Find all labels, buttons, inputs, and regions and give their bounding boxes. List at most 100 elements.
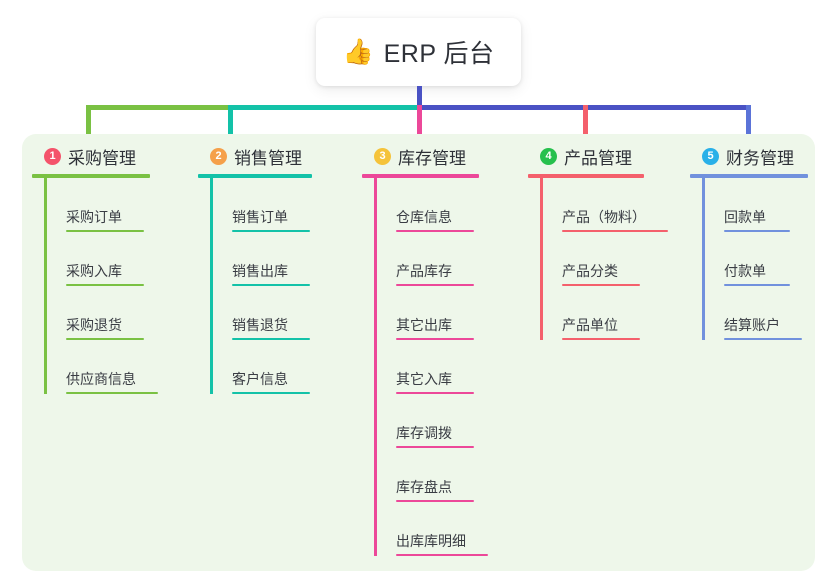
leaf-item-label: 其它入库 — [396, 371, 452, 387]
leaf-item[interactable]: 销售出库 — [210, 232, 312, 286]
leaf-item[interactable]: 回款单 — [702, 178, 808, 232]
column-trunk-3 — [374, 178, 377, 556]
leaf-item[interactable]: 采购退货 — [44, 286, 158, 340]
column-trunk-5 — [702, 178, 705, 340]
root-stem-connector — [417, 86, 422, 110]
leaf-item[interactable]: 产品库存 — [374, 232, 488, 286]
column-title-1: 采购管理 — [68, 148, 136, 168]
column-trunk-2 — [210, 178, 213, 394]
leaf-item-rule — [396, 554, 488, 556]
column-badge-4: 4 — [540, 147, 557, 165]
drop-connector-3 — [417, 105, 422, 141]
leaf-item-rule — [396, 230, 474, 232]
leaf-item[interactable]: 产品分类 — [540, 232, 668, 286]
drop-connector-2 — [228, 105, 233, 141]
leaf-item-rule — [66, 338, 144, 340]
leaf-item[interactable]: 销售退货 — [210, 286, 312, 340]
column-header-2[interactable]: 2 销售管理 — [198, 144, 312, 168]
leaf-item[interactable]: 其它出库 — [374, 286, 488, 340]
thumbs-up-icon: 👍 — [342, 37, 374, 66]
leaf-item-label: 产品分类 — [562, 263, 618, 279]
column-header-1[interactable]: 1 采购管理 — [32, 144, 158, 168]
leaf-item-label: 产品库存 — [396, 263, 452, 279]
column-rule-2 — [198, 174, 312, 178]
leaf-item[interactable]: 库存调拨 — [374, 394, 488, 448]
leaf-item-rule — [396, 338, 474, 340]
column-4: 4 产品管理产品（物料） 产品分类产品单位 — [528, 144, 668, 340]
content-panel — [22, 134, 815, 571]
column-badge-1: 1 — [44, 147, 61, 165]
leaf-item-rule — [562, 338, 640, 340]
leaf-item-label: 回款单 — [724, 209, 766, 225]
column-title-3: 库存管理 — [398, 148, 466, 168]
leaf-item[interactable]: 出库库明细 — [374, 502, 488, 556]
leaf-item-label: 采购退货 — [66, 317, 122, 333]
leaf-item[interactable]: 产品单位 — [540, 286, 668, 340]
column-header-3[interactable]: 3 库存管理 — [362, 144, 488, 168]
bus-segment-teal — [228, 105, 417, 110]
leaf-item-label: 产品单位 — [562, 317, 618, 333]
leaf-item-rule — [232, 284, 310, 286]
column-title-5: 财务管理 — [726, 148, 794, 168]
leaf-item-rule — [232, 392, 310, 394]
column-items-4: 产品（物料） 产品分类产品单位 — [528, 178, 668, 340]
leaf-item-rule — [396, 446, 474, 448]
leaf-item-rule — [724, 284, 790, 286]
leaf-item-label: 结算账户 — [724, 317, 780, 333]
leaf-item-label: 客户信息 — [232, 371, 288, 387]
column-badge-2: 2 — [210, 147, 227, 165]
leaf-item-rule — [396, 500, 474, 502]
leaf-item[interactable]: 付款单 — [702, 232, 808, 286]
column-title-4: 产品管理 — [564, 148, 632, 168]
leaf-item[interactable]: 仓库信息 — [374, 178, 488, 232]
leaf-item[interactable]: 产品（物料） — [540, 178, 668, 232]
leaf-item-label: 付款单 — [724, 263, 766, 279]
drop-connector-1 — [86, 105, 91, 141]
column-rule-3 — [362, 174, 479, 178]
root-node-title: ERP 后台 — [383, 40, 495, 68]
leaf-item[interactable]: 库存盘点 — [374, 448, 488, 502]
column-items-3: 仓库信息产品库存其它出库其它入库库存调拨库存盘点出库库明细 — [362, 178, 488, 556]
leaf-item-label: 销售出库 — [232, 263, 288, 279]
column-1: 1 采购管理采购订单采购入库采购退货供应商信息 — [32, 144, 158, 394]
drop-connector-5 — [746, 105, 751, 141]
column-badge-3: 3 — [374, 147, 391, 165]
leaf-item[interactable]: 客户信息 — [210, 340, 312, 394]
column-items-5: 回款单付款单结算账户 — [690, 178, 808, 340]
column-rule-4 — [528, 174, 644, 178]
column-rule-5 — [690, 174, 808, 178]
leaf-item-rule — [396, 392, 474, 394]
leaf-item[interactable]: 采购入库 — [44, 232, 158, 286]
leaf-item[interactable]: 供应商信息 — [44, 340, 158, 394]
column-rule-1 — [32, 174, 150, 178]
root-node[interactable]: 👍 ERP 后台 — [316, 18, 521, 86]
leaf-item-label: 仓库信息 — [396, 209, 452, 225]
leaf-item-label: 库存调拨 — [396, 425, 452, 441]
leaf-item-rule — [232, 230, 310, 232]
leaf-item[interactable]: 采购订单 — [44, 178, 158, 232]
leaf-item[interactable]: 其它入库 — [374, 340, 488, 394]
leaf-item-rule — [66, 392, 158, 394]
column-trunk-4 — [540, 178, 543, 340]
column-items-1: 采购订单采购入库采购退货供应商信息 — [32, 178, 158, 394]
leaf-item-label: 采购订单 — [66, 209, 122, 225]
leaf-item-label: 销售订单 — [232, 209, 288, 225]
leaf-item-rule — [66, 230, 144, 232]
leaf-item[interactable]: 销售订单 — [210, 178, 312, 232]
leaf-item-label: 库存盘点 — [396, 479, 452, 495]
leaf-item-rule — [66, 284, 144, 286]
leaf-item-rule — [396, 284, 474, 286]
bus-segment-green — [86, 105, 228, 110]
leaf-item-rule — [562, 284, 640, 286]
leaf-item[interactable]: 结算账户 — [702, 286, 808, 340]
column-title-2: 销售管理 — [234, 148, 302, 168]
leaf-item-rule — [232, 338, 310, 340]
leaf-item-label: 产品（物料） — [562, 209, 646, 225]
leaf-item-rule — [724, 338, 802, 340]
leaf-item-rule — [724, 230, 790, 232]
column-header-4[interactable]: 4 产品管理 — [528, 144, 668, 168]
column-2: 2 销售管理销售订单销售出库销售退货客户信息 — [198, 144, 312, 394]
